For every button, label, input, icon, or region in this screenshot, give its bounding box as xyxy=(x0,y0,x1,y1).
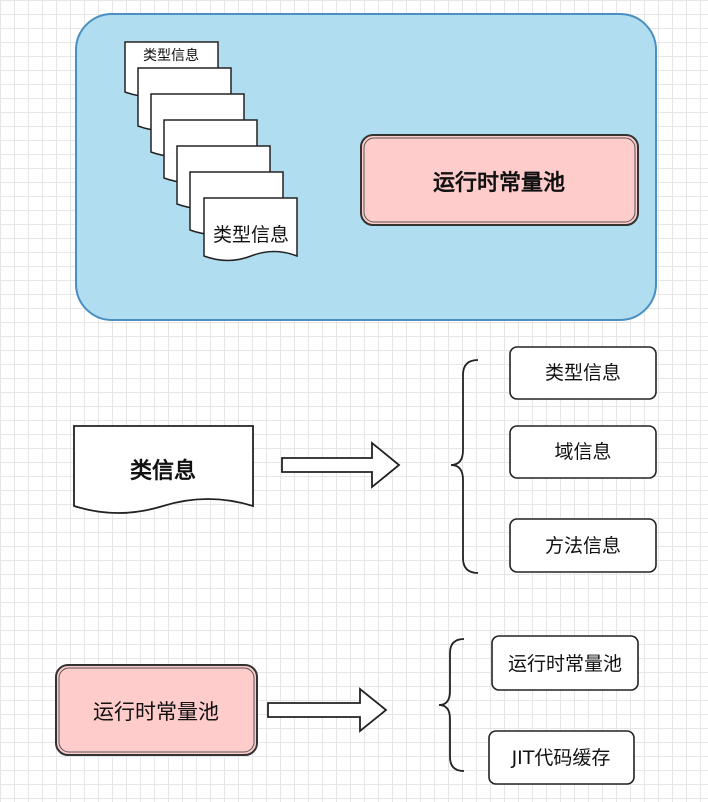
constant-pool-box xyxy=(360,134,639,226)
doc-stack-front-label: 类型信息 xyxy=(213,224,289,246)
constant-pool-arrow xyxy=(267,687,388,733)
type-info-box xyxy=(509,346,657,400)
class-info-brace xyxy=(450,359,479,574)
doc-card-front xyxy=(203,197,298,262)
runtime-pool-item-box xyxy=(491,635,639,691)
jit-cache-label: JIT代码缓存 xyxy=(511,747,611,769)
class-info-label: 类信息 xyxy=(130,458,196,484)
constant-pool-source-label: 运行时常量池 xyxy=(93,700,219,724)
method-info-label: 方法信息 xyxy=(545,535,621,557)
jit-cache-box xyxy=(488,730,635,785)
field-info-label: 域信息 xyxy=(554,441,611,463)
class-info-doc xyxy=(73,425,254,514)
constant-pool-label: 运行时常量池 xyxy=(433,170,565,196)
doc-stack-top-label: 类型信息 xyxy=(143,47,199,64)
type-info-doc-stack xyxy=(124,41,298,262)
constant-pool-source-box xyxy=(55,664,258,756)
type-info-label: 类型信息 xyxy=(545,362,621,384)
runtime-pool-item-label: 运行时常量池 xyxy=(508,653,622,675)
method-info-box xyxy=(509,518,657,573)
class-info-arrow xyxy=(281,441,401,489)
field-info-box xyxy=(509,425,657,479)
constant-pool-brace xyxy=(438,638,465,772)
